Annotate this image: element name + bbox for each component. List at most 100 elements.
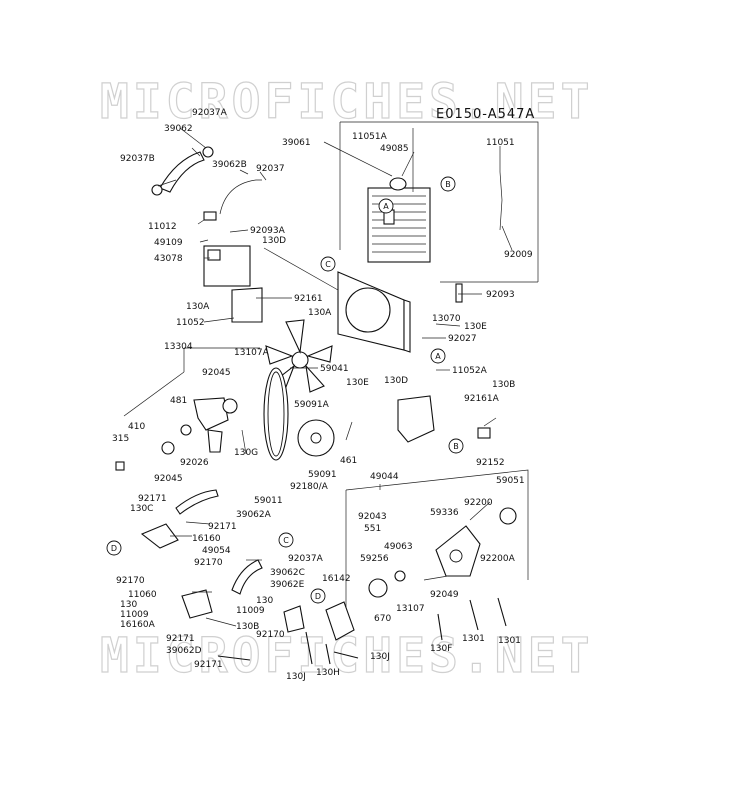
bolt-92093 (455, 283, 463, 303)
label-59091a: 59091A (294, 400, 330, 410)
hose-39062e (283, 605, 305, 633)
label-16160a: 16160A (120, 620, 156, 630)
label-11052: 11052 (176, 318, 205, 328)
ref-circle-d1 (106, 540, 122, 556)
label-92093a: 92093A (250, 226, 286, 236)
label-39062a: 39062A (236, 510, 272, 520)
nut-315 (115, 461, 125, 471)
hose-clamp-92037a (202, 146, 214, 158)
bolt-130j-b (305, 631, 313, 665)
pipe-39062a (175, 489, 219, 515)
label-92171-3: 92171 (166, 634, 195, 644)
cover-16142 (325, 601, 355, 641)
label-130h: 130H (316, 668, 340, 678)
label-59091: 59091 (308, 470, 337, 480)
label-130e-2: 130E (346, 378, 369, 388)
label-130b-2: 130B (236, 622, 259, 632)
label-49044: 49044 (370, 472, 399, 482)
label-130d-1: 130D (262, 236, 286, 246)
label-13107: 13107 (396, 604, 425, 614)
ref-label-c2: C (283, 536, 289, 545)
shaft-49063 (394, 570, 406, 582)
label-59336: 59336 (430, 508, 459, 518)
label-130e-1: 130E (464, 322, 487, 332)
bolt-1301-b (497, 597, 507, 627)
label-92049: 92049 (430, 590, 459, 600)
bolt-130f (437, 613, 443, 641)
fan-pulley-hub (310, 432, 322, 444)
ref-label-a1: A (383, 202, 389, 211)
label-92180a: 92180/A (290, 482, 329, 492)
label-49063: 49063 (384, 542, 413, 552)
label-92045-1: 92045 (202, 368, 231, 378)
watermark-bottom: MICROFICHES.NET (100, 628, 593, 684)
bolt-130j-a (333, 651, 359, 659)
hose-39062c (231, 559, 263, 595)
label-59256: 59256 (360, 554, 389, 564)
label-92037a-2: 92037A (288, 554, 324, 564)
label-39062c: 39062C (270, 568, 305, 578)
ref-circle-c2 (278, 532, 294, 548)
leader-lines (123, 127, 513, 627)
upper-hose (159, 151, 205, 193)
oil-pump-group-frame (345, 469, 529, 580)
label-92200: 92200 (464, 498, 493, 508)
fan (265, 319, 333, 394)
label-130j-1: 130J (370, 652, 390, 662)
bracket-11052a (397, 395, 435, 443)
label-1301-1: 1301 (462, 634, 485, 644)
label-551: 551 (364, 524, 381, 534)
label-92200a: 92200A (480, 554, 516, 564)
label-670: 670 (374, 614, 391, 624)
label-13107a: 13107A (234, 348, 270, 358)
label-59051: 59051 (496, 476, 525, 486)
label-130b-1: 130B (492, 380, 515, 390)
gasket-92045 (222, 398, 238, 414)
label-11052a: 11052A (452, 366, 488, 376)
thermostat-housing-16160 (140, 523, 179, 549)
label-39062e: 39062E (270, 580, 305, 590)
seal-481 (180, 424, 192, 436)
reservoir-tank (203, 245, 251, 287)
label-92161a: 92161A (464, 394, 500, 404)
radiator (367, 187, 431, 263)
fan-belt-inner (267, 371, 285, 457)
fan-shroud (337, 271, 411, 353)
diagram-code: E0150-A547A (436, 107, 535, 122)
label-39061: 39061 (282, 138, 311, 148)
bolt-1301-a (469, 599, 479, 631)
ref-circle-d2 (310, 588, 326, 604)
label-481: 481 (170, 396, 187, 406)
hose-clamp-92037b (151, 184, 163, 196)
tank-cap (203, 211, 217, 221)
label-315: 315 (112, 434, 129, 444)
label-11009-1: 11009 (236, 606, 265, 616)
label-92171-2: 92171 (208, 522, 237, 532)
label-92170-1: 92170 (194, 558, 223, 568)
ref-circle-c1 (320, 256, 336, 272)
ref-label-b2: B (453, 442, 459, 451)
reservoir-bracket (231, 287, 263, 323)
label-49085: 49085 (380, 144, 409, 154)
label-16142: 16142 (322, 574, 351, 584)
label-130a-2: 130A (308, 308, 332, 318)
label-92037b: 92037B (120, 154, 155, 164)
label-43078: 43078 (154, 254, 183, 264)
label-130f: 130F (430, 644, 452, 654)
label-92171-1: 92171 (138, 494, 167, 504)
water-pump (193, 397, 229, 453)
label-130d-2: 130D (384, 376, 408, 386)
ref-label-d2: D (315, 592, 321, 601)
label-92152: 92152 (476, 458, 505, 468)
label-39062d: 39062D (166, 646, 202, 656)
label-13304: 13304 (164, 342, 193, 352)
oil-pump (435, 525, 481, 577)
label-59041: 59041 (320, 364, 349, 374)
label-92161: 92161 (294, 294, 323, 304)
label-13070: 13070 (432, 314, 461, 324)
bolt-130h (325, 643, 331, 665)
label-92171-4: 92171 (194, 660, 223, 670)
label-92093: 92093 (486, 290, 515, 300)
thermostat-16160a (181, 589, 213, 619)
